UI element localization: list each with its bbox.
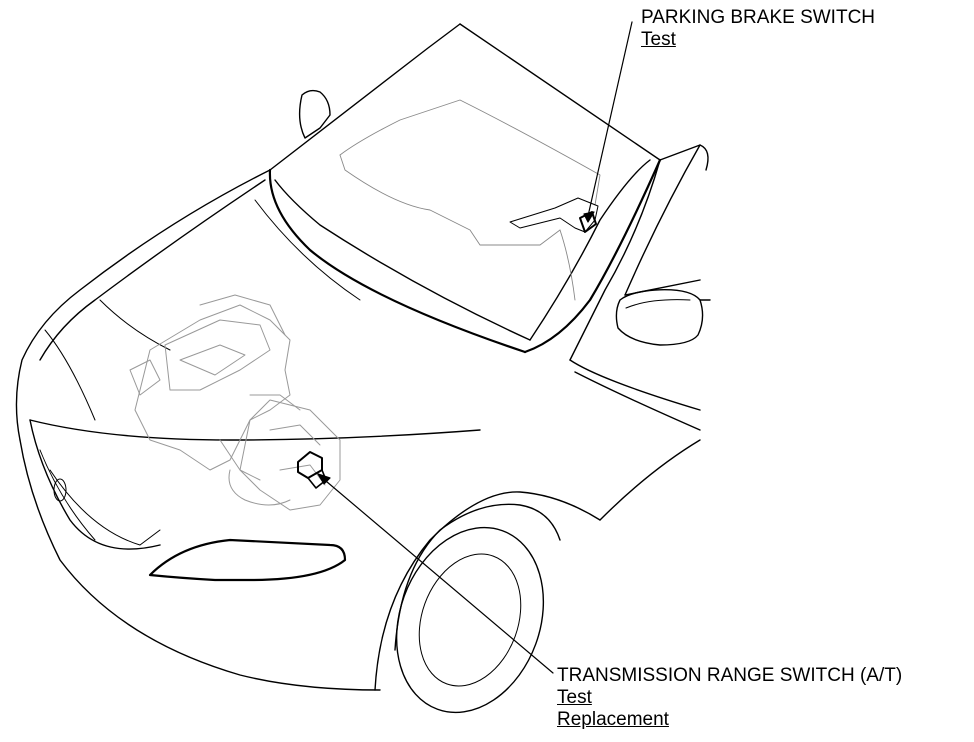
transmission-range-switch-replacement-link[interactable]: Replacement: [557, 709, 669, 730]
engine-outline: [129, 294, 341, 511]
parking-brake-switch-test-link[interactable]: Test: [641, 29, 676, 50]
transmission-range-switch-callout: TRANSMISSION RANGE SWITCH (A/T) Test Rep…: [557, 665, 902, 731]
transmission-range-switch-test-link[interactable]: Test: [557, 687, 592, 708]
parking-brake-switch-title: PARKING BRAKE SWITCH: [641, 7, 876, 28]
leader-lines: [317, 21, 633, 674]
transmission-range-switch-diagram: [297, 451, 327, 489]
parking-brake-switch-callout: PARKING BRAKE SWITCH Test: [641, 7, 875, 51]
transmission-range-switch-title: TRANSMISSION RANGE SWITCH (A/T): [557, 665, 903, 686]
car-body: [15, 23, 711, 714]
